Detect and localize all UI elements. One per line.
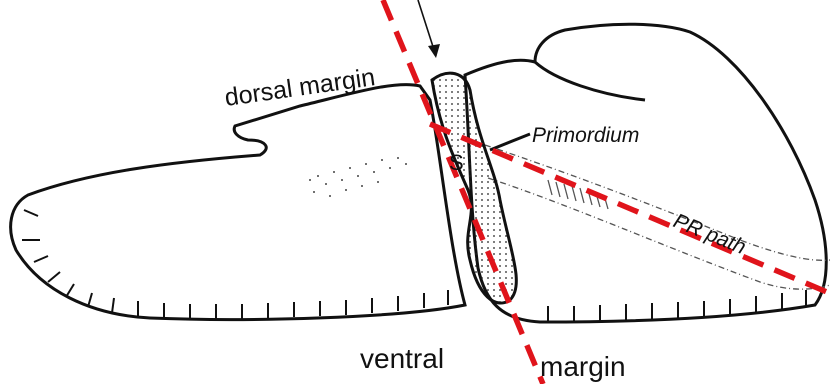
right-fin-notch (535, 62, 645, 100)
cut-lines (383, 0, 834, 384)
s-marker-label: S (449, 150, 464, 175)
left-fin-stipple (309, 157, 407, 197)
arrow-down-icon (418, 0, 440, 58)
primordium-label: Primordium (532, 124, 639, 147)
right-fin-ticks (548, 290, 806, 322)
left-fin-outline (11, 85, 465, 320)
pr-path-label: PR path (670, 209, 749, 259)
arrow-left-icon (490, 134, 530, 150)
left-fin-ticks (22, 210, 448, 319)
ventral-label: ventral (360, 343, 444, 374)
margin-label: margin (540, 351, 626, 382)
right-fin-outline (465, 24, 826, 322)
